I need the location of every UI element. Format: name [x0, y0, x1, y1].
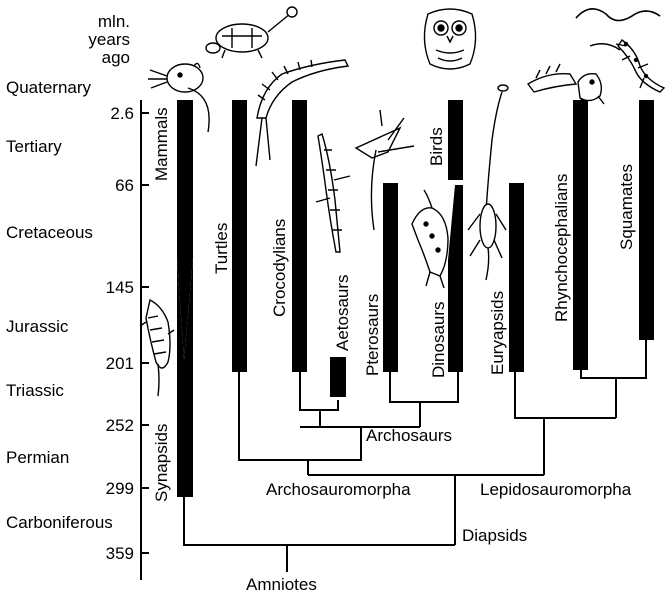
- period-cretaceous: Cretaceous: [6, 223, 93, 242]
- branch-amniotes: [184, 497, 455, 545]
- label-mammals: Mammals: [152, 107, 171, 181]
- bar-birds: [448, 100, 463, 180]
- period-jurassic: Jurassic: [6, 317, 69, 336]
- bar-crocodylians: [292, 100, 307, 372]
- label-diapsids: Diapsids: [462, 526, 527, 545]
- owl-icon: [424, 9, 475, 69]
- label-dinosaurs: Dinosaurs: [429, 301, 448, 378]
- bar-dinosaurs: [448, 185, 463, 372]
- bar-rhynchocephalians: [573, 100, 588, 370]
- aetosaur-icon: [316, 134, 350, 252]
- label-pterosaurs: Pterosaurs: [363, 294, 382, 376]
- label-rhynchocephalians: Rhynchocephalians: [552, 174, 571, 322]
- lizard-icon: [616, 40, 664, 92]
- plesiosaur-icon: [468, 85, 508, 280]
- turtle-icon: [206, 7, 297, 58]
- label-archosaurs: Archosaurs: [366, 426, 452, 445]
- tick-label: 66: [115, 176, 134, 195]
- label-turtles: Turtles: [212, 223, 231, 274]
- label-archosauromorpha: Archosauromorpha: [266, 480, 411, 499]
- period-permian: Permian: [6, 448, 69, 467]
- label-birds: Birds: [427, 127, 446, 166]
- label-amniotes: Amniotes: [246, 575, 317, 594]
- period-quaternary: Quaternary: [6, 78, 92, 97]
- period-carboniferous: Carboniferous: [6, 513, 113, 532]
- axis-unit-line-1: mln.: [98, 12, 130, 31]
- axis-unit-line-3: ago: [102, 48, 130, 67]
- bar-squamates: [639, 100, 654, 340]
- tick-label: 359: [106, 544, 134, 563]
- clade-labels: Archosaurs Archosauromorpha Lepidosaurom…: [246, 426, 632, 594]
- label-crocodylians: Crocodylians: [270, 219, 289, 317]
- label-squamates: Squamates: [617, 164, 636, 250]
- bar-euryapsids: [509, 183, 524, 372]
- tuatara-icon: [528, 64, 604, 108]
- tick-label: 145: [106, 278, 134, 297]
- tick-label: 252: [106, 416, 134, 435]
- label-synapsids: Synapsids: [152, 424, 171, 502]
- early-synapsid-icon: [140, 300, 174, 396]
- tree-branches: [184, 340, 646, 572]
- branch-lepidosaurs: [581, 340, 646, 378]
- tick-label: 299: [106, 479, 134, 498]
- period-tertiary: Tertiary: [6, 137, 62, 156]
- bar-aetosaurs: [330, 357, 346, 397]
- tick-label: 2.6: [110, 104, 134, 123]
- axis-unit-line-2: years: [88, 30, 130, 49]
- dinosaur-icon: [412, 190, 448, 288]
- bar-turtles: [232, 100, 247, 372]
- time-axis: mln. years ago 2.6 66 145 201 252 299 35…: [88, 12, 149, 580]
- tick-label: 201: [106, 354, 134, 373]
- label-aetosaurs: Aetosaurs: [333, 274, 352, 351]
- label-lepidosauromorpha: Lepidosauromorpha: [480, 480, 632, 499]
- period-triassic: Triassic: [6, 381, 64, 400]
- period-labels: Quaternary Tertiary Cretaceous Jurassic …: [6, 78, 113, 532]
- label-euryapsids: Euryapsids: [488, 291, 507, 375]
- bar-pterosaurs: [383, 183, 398, 372]
